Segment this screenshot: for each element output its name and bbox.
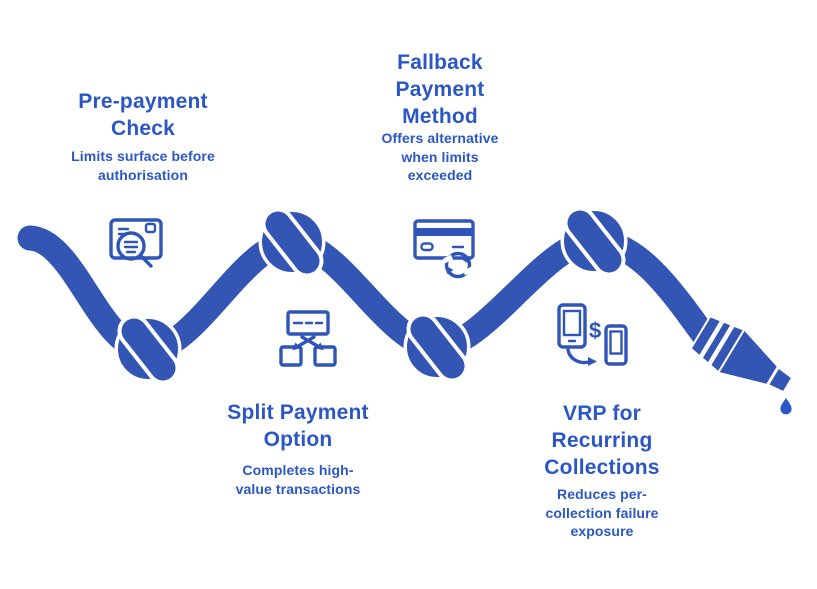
step-title-split-payment: Split Payment Option [227, 401, 369, 451]
step-subtitle-split-payment: Completes high- value transactions [235, 462, 361, 497]
step-title-fallback-payment: Fallback Payment Method [395, 51, 485, 128]
step-subtitle-pre-payment-check: Limits surface before authorisation [71, 148, 215, 183]
dollar-glyph: $ [589, 318, 601, 343]
phone-payment-icon: $ [557, 303, 628, 366]
step-subtitle-fallback-payment: Offers alternative when limits exceeded [381, 130, 499, 183]
hose-knot-1 [114, 314, 182, 385]
card-refresh-icon [413, 219, 475, 279]
hose-nozzle [689, 315, 794, 394]
limit-check-icon [109, 218, 163, 268]
step-subtitle-vrp-collections: Reduces per- collection failure exposure [545, 486, 659, 539]
hose-knot-3 [403, 312, 471, 383]
water-drop-icon [780, 398, 792, 415]
hose-knot-2 [258, 207, 326, 278]
hose-knot-4 [560, 206, 628, 277]
step-title-vrp-collections: VRP for Recurring Collections [544, 402, 660, 479]
step-title-pre-payment-check: Pre-payment Check [78, 90, 208, 140]
split-payment-icon [279, 310, 337, 367]
